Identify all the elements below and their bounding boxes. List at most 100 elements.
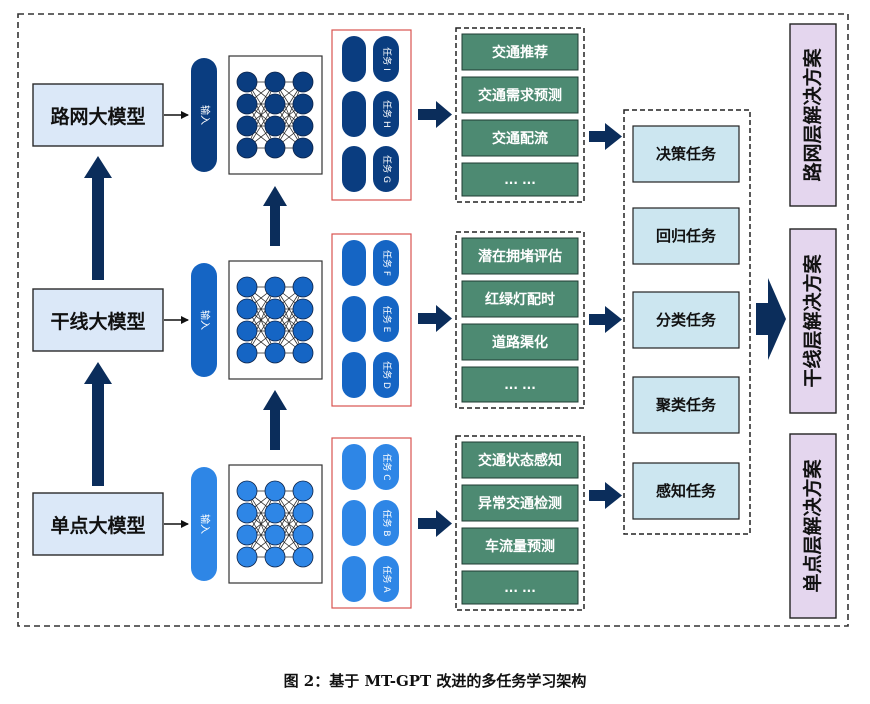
task-box: [461, 119, 579, 157]
nn-node: [292, 276, 314, 298]
task-type-label: 聚类任务: [655, 396, 717, 414]
task-label: ... ...: [504, 173, 536, 187]
up-arrow: [263, 390, 287, 450]
model-box-road-network: 路网大模型: [32, 83, 164, 147]
task-head-label-pill: [373, 444, 399, 490]
task-label: ... ...: [504, 581, 536, 595]
task-box: [461, 33, 579, 71]
task-box: [461, 237, 579, 275]
nn-node: [292, 115, 314, 137]
input-capsule: 输入: [191, 263, 217, 377]
input-capsule: 输入: [191, 58, 217, 172]
up-arrow: [84, 362, 112, 486]
task-head-label: 任务 C: [381, 453, 393, 480]
nn-node: [236, 502, 258, 524]
big-right-arrow: [756, 278, 786, 360]
input-capsule: 输入: [191, 467, 217, 581]
task-box: [461, 527, 579, 565]
task-head-label: 任务 I: [381, 47, 393, 71]
block-arrow: [589, 123, 622, 150]
task-type-label: 分类任务: [656, 311, 717, 329]
task-head-label: 任务 G: [381, 155, 393, 183]
task-label: 交通需求预测: [478, 87, 562, 104]
input-label: 输入: [199, 514, 212, 534]
figure-caption: 图 2：基于 MT-GPT 改进的多任务学习架构: [283, 672, 587, 690]
block-arrow: [418, 510, 452, 537]
task-box: [461, 484, 579, 522]
nn-node: [236, 524, 258, 546]
nn-node: [292, 546, 314, 568]
nn-node: [292, 502, 314, 524]
task-head-label-pill: [373, 352, 399, 398]
nn-node: [292, 137, 314, 159]
nn-node: [292, 320, 314, 342]
task-head-label-pill: [373, 36, 399, 82]
task-type-box: [632, 125, 740, 183]
input-label: 输入: [199, 310, 212, 330]
input-label: 输入: [199, 105, 212, 125]
nn-node: [236, 137, 258, 159]
task-type-label: 回归任务: [656, 227, 717, 245]
solution-box-arterial: [789, 228, 837, 414]
model-box-arterial: 干线大模型: [32, 288, 164, 352]
task-group-container: [455, 27, 585, 203]
model-box-single-point: 单点大模型: [32, 492, 164, 556]
nn-node: [292, 298, 314, 320]
outer-frame: [17, 13, 849, 627]
nn-node: [264, 546, 286, 568]
nn-node: [264, 93, 286, 115]
block-arrow: [418, 101, 452, 128]
task-head-label: 任务 E: [381, 306, 393, 333]
nn-node: [236, 298, 258, 320]
task-label: 道路渠化: [492, 334, 548, 351]
nn-node: [236, 71, 258, 93]
nn-edge: [274, 81, 304, 149]
nn-node: [264, 115, 286, 137]
block-arrow: [589, 482, 622, 509]
nn-edge: [246, 81, 276, 149]
task-type-box: [632, 376, 740, 434]
task-label: 交通推荐: [492, 44, 548, 61]
task-label: 红绿灯配时: [485, 291, 555, 308]
task-box: [461, 570, 579, 605]
task-label: 异常交通检测: [478, 495, 562, 512]
task-box: [461, 323, 579, 361]
nn-node: [264, 480, 286, 502]
block-arrow: [589, 306, 622, 333]
task-head-label: 任务 H: [381, 100, 393, 128]
nn-node: [264, 342, 286, 364]
solution-box-single-point: [789, 433, 837, 619]
neural-network-graph: [236, 276, 314, 364]
task-head-label-pill: [373, 296, 399, 342]
nn-edge: [246, 490, 276, 558]
nn-node: [292, 524, 314, 546]
head-capsule: [342, 36, 366, 82]
nn-node: [236, 342, 258, 364]
model-label: 干线大模型: [50, 310, 145, 333]
nn-node: [264, 71, 286, 93]
nn-node: [236, 93, 258, 115]
task-type-label: 决策任务: [656, 145, 717, 163]
task-type-box: [632, 462, 740, 520]
nn-node: [236, 320, 258, 342]
nn-node: [292, 71, 314, 93]
task-label: 交通配流: [492, 130, 548, 147]
task-group-container: [455, 435, 585, 611]
task-label: 交通状态感知: [478, 452, 562, 469]
task-type-box: [632, 207, 740, 265]
head-capsule: [342, 444, 366, 490]
task-head-label: 任务 D: [381, 361, 393, 389]
nn-node: [264, 298, 286, 320]
nn-edge: [274, 490, 304, 558]
task-head-label-pill: [373, 500, 399, 546]
task-box: [461, 280, 579, 318]
task-label: 车流量预测: [485, 538, 555, 555]
task-type-box: [632, 291, 740, 349]
model-label: 单点大模型: [50, 514, 145, 537]
nn-edge: [246, 286, 276, 354]
task-box: [461, 162, 579, 197]
nn-node: [236, 546, 258, 568]
nn-node: [264, 276, 286, 298]
task-type-label: 感知任务: [656, 482, 717, 500]
nn-node: [264, 502, 286, 524]
